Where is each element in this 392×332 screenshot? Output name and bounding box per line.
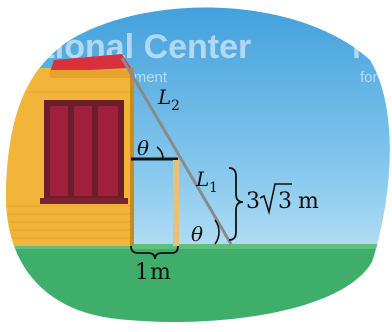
window-pane-left [50,106,68,196]
grass [5,244,390,322]
radical-sign [259,183,292,216]
ladder-line [120,57,233,245]
lower-angle-arc [214,219,220,245]
building-siding [5,91,131,239]
base-unit: m [150,260,171,285]
lower-angle-label: θ [191,222,203,246]
grass-highlight [5,244,390,249]
base-value: 1 [135,260,149,285]
height-coefficient: 3 [246,189,260,214]
ladder-lower-label: L [195,167,209,191]
window-pane-middle [74,106,92,196]
ladder-upper-label: L [157,85,171,109]
building-eave [50,70,131,78]
watermark-subtitle-right: for [360,69,378,86]
height-unit: m [298,189,319,214]
building-roof [50,54,131,72]
ladder-lower-subscript: 1 [209,180,218,196]
height-brace [228,167,244,241]
height-radicand: 3 [278,189,292,214]
upper-angle-arc [156,146,164,160]
window-pane-right [98,106,118,196]
support-pole [173,160,179,246]
building [5,54,134,246]
watermark-title-right: Na [352,28,392,66]
window-sill [40,198,128,204]
upper-angle-label: θ [137,136,149,160]
base-brace [130,245,179,260]
building-edge [130,68,134,246]
ladder-upper-subscript: 2 [171,98,180,114]
